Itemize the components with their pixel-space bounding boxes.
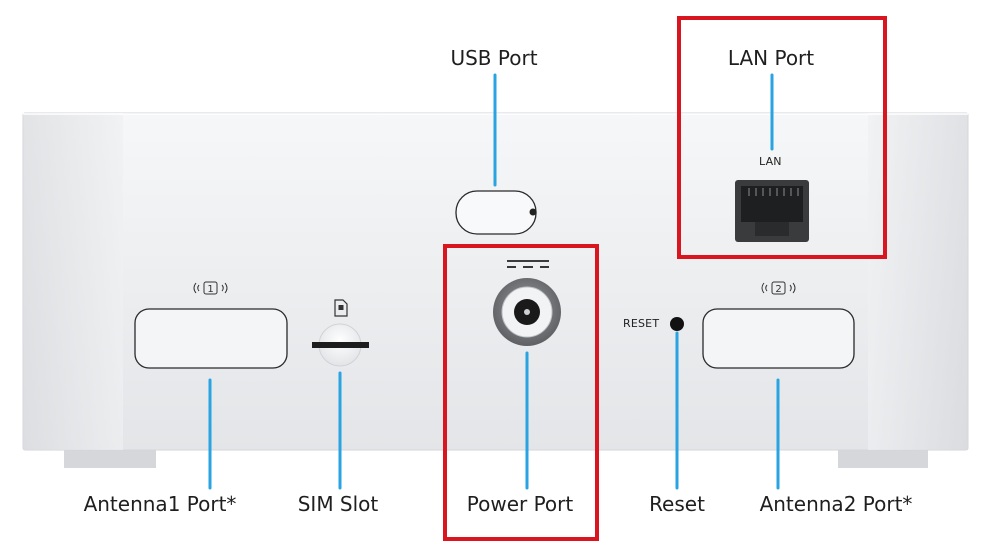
svg-text:2: 2 xyxy=(775,284,781,295)
left-foot xyxy=(64,450,156,468)
dc-power-symbol-icon xyxy=(507,260,549,268)
lan-port-label: LAN Port xyxy=(727,46,815,70)
lan-port-pins xyxy=(748,188,799,196)
power-port-label: Power Port xyxy=(466,492,574,516)
lan-port-marking: LAN xyxy=(759,155,782,168)
lan-port-clip xyxy=(755,222,789,236)
antenna1-port xyxy=(134,308,288,369)
body-left-shade xyxy=(23,113,123,450)
sim-slot-opening xyxy=(312,342,369,348)
power-port-pin xyxy=(524,309,530,315)
antenna-1-icon: 1 xyxy=(193,281,228,295)
reset-button xyxy=(670,317,684,331)
right-foot xyxy=(838,450,928,468)
lan-port-highlight-box xyxy=(677,16,887,259)
antenna2-port xyxy=(702,308,855,369)
lan-port-opening xyxy=(741,186,803,222)
power-port-highlight-box xyxy=(443,244,599,541)
antenna2-port-label: Antenna2 Port* xyxy=(759,492,913,516)
antenna1-port-label: Antenna1 Port* xyxy=(83,492,237,516)
sim-card-icon xyxy=(334,299,348,317)
svg-text:1: 1 xyxy=(207,284,213,295)
reset-marking: RESET xyxy=(623,317,660,330)
sim-slot-label: SIM Slot xyxy=(297,492,379,516)
usb-port xyxy=(455,190,537,235)
usb-port-label: USB Port xyxy=(450,46,538,70)
callout-lines xyxy=(208,73,780,490)
reset-label: Reset xyxy=(649,492,705,516)
usb-port-notch xyxy=(529,208,537,216)
antenna-2-icon: 2 xyxy=(761,281,796,295)
